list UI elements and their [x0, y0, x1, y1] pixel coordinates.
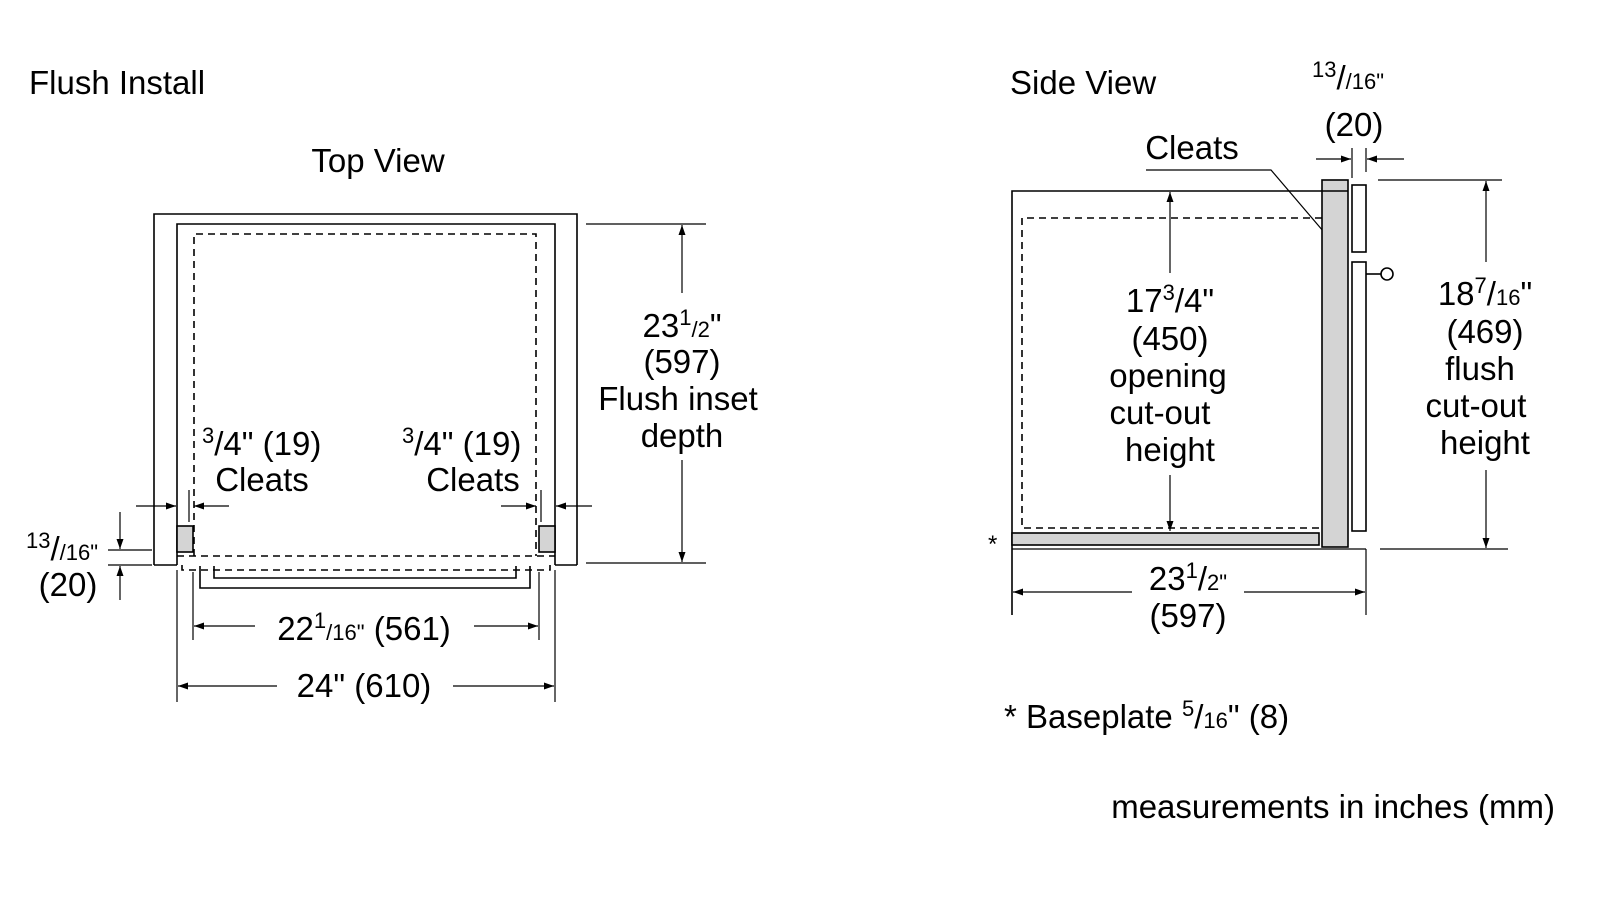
appliance-outline [193, 233, 537, 556]
cleat-right [538, 525, 556, 553]
side-view-heading: Side View [1010, 64, 1156, 101]
opening-label-line2: cut-out [1110, 394, 1211, 431]
side-view-cabinet [1011, 179, 1394, 615]
flush-label-line2: cut-out [1426, 387, 1527, 424]
cleat-right-dimension: 3/4" (19) [402, 423, 521, 462]
flush-height-dimension [1378, 179, 1508, 550]
cleat-left-label: Cleats [215, 461, 309, 498]
cleat-left [176, 525, 194, 553]
flush-label-line1: flush [1445, 350, 1515, 387]
baseplate [1011, 532, 1320, 546]
flush-label-line3: height [1440, 424, 1530, 461]
cabinet-inner-wall [176, 223, 556, 565]
flush-height-mm: (469) [1446, 313, 1523, 350]
side-depth-value: 231/2" [1149, 558, 1227, 597]
depth-label-line2: depth [641, 417, 724, 454]
door-front-outline [181, 565, 551, 571]
depth-label-line1: Flush inset [598, 380, 758, 417]
side-gap-dimension [1316, 148, 1404, 178]
door-panel [1351, 261, 1367, 532]
units-note: measurements in inches (mm) [1111, 788, 1555, 825]
cleat-right-label: Cleats [426, 461, 520, 498]
cleat-dimension-arrows [136, 490, 592, 522]
knob-icon [1380, 267, 1394, 281]
top-view-cabinet [153, 213, 578, 589]
depth-dimension-top [586, 223, 706, 564]
cleat-left-dimension: 3/4" (19) [202, 423, 321, 462]
baseplate-asterisk: * [988, 531, 997, 558]
door-top-panel [1351, 184, 1367, 253]
opening-height-value: 173/4" [1126, 280, 1214, 319]
opening-label-line3: height [1125, 431, 1215, 468]
door-handle-outer [199, 566, 531, 589]
width-dimensions [176, 570, 556, 702]
baseplate-footnote: * Baseplate 5/16" (8) [1004, 696, 1289, 735]
side-gap-mm: (20) [1325, 106, 1384, 143]
cabinet-outer-wall [153, 213, 578, 565]
side-depth-mm: (597) [1149, 597, 1226, 634]
door-handle-inner [213, 566, 517, 579]
depth-mm-top: (597) [643, 343, 720, 380]
flush-height-value: 187/16" [1438, 273, 1532, 312]
top-view-heading: Top View [311, 142, 444, 179]
inner-width-value: 221/16" (561) [277, 608, 451, 647]
lip-value: 13//16" [26, 528, 98, 567]
side-gap-value: 13//16" [1312, 57, 1384, 96]
lip-dimension [108, 512, 152, 600]
flush-install-heading: Flush Install [29, 64, 205, 101]
opening-label-line1: opening [1109, 357, 1226, 394]
cabinet-side-outline [1011, 190, 1322, 615]
side-cleats-label: Cleats [1145, 129, 1239, 166]
opening-height-mm: (450) [1131, 320, 1208, 357]
lip-mm: (20) [39, 566, 98, 603]
depth-value-top: 231/2" [642, 305, 721, 344]
cleats-leader-line [1146, 169, 1336, 246]
outer-width-value: 24" (610) [297, 667, 432, 704]
cabinet-front-face [1321, 179, 1349, 548]
